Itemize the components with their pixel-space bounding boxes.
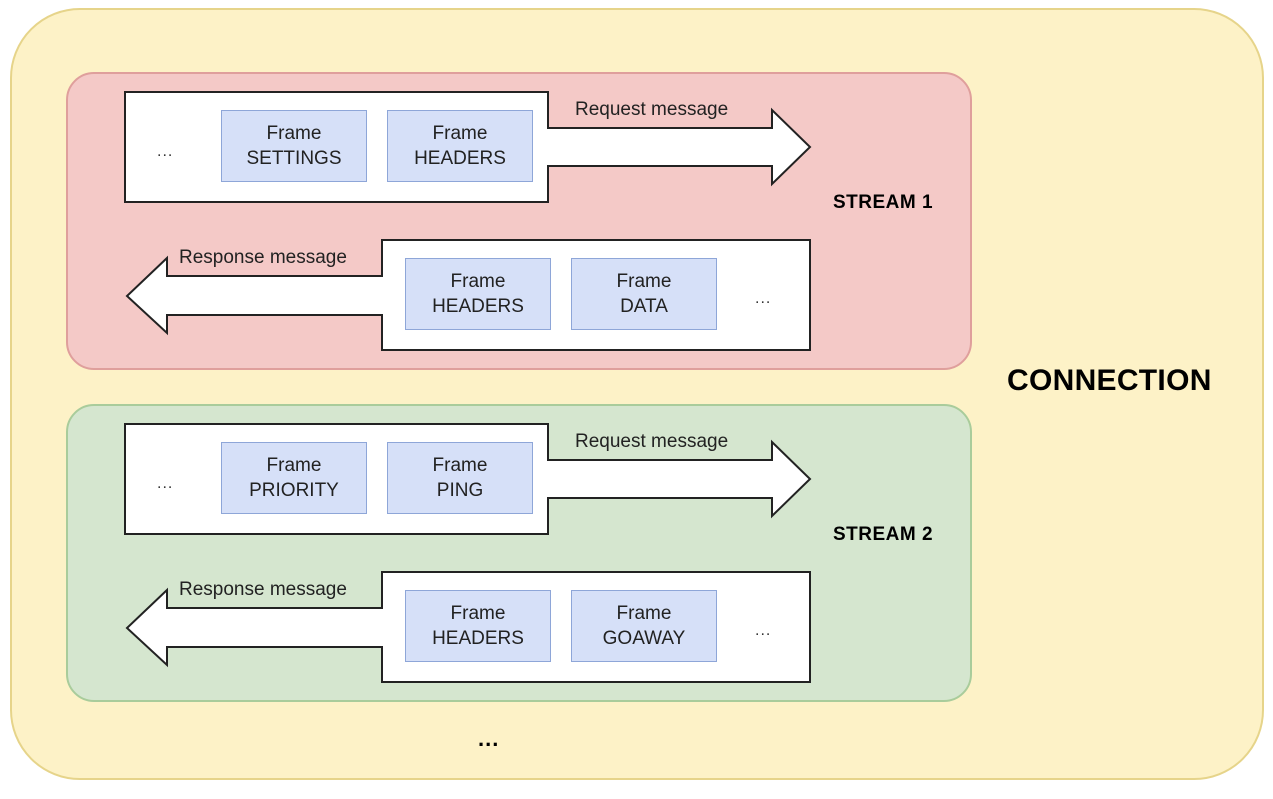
frame-ping: Frame PING	[387, 442, 533, 514]
frame-headers: Frame HEADERS	[405, 258, 551, 330]
stream-1-response-label: Response message	[179, 247, 347, 268]
frame-goaway: Frame GOAWAY	[571, 590, 717, 662]
stream-1-request-ellipsis: ...	[157, 143, 174, 160]
stream-1-label: STREAM 1	[833, 192, 934, 213]
stream-2-response-label: Response message	[179, 579, 347, 600]
frame-settings: Frame SETTINGS	[221, 110, 367, 182]
frame-name-label: SETTINGS	[246, 148, 342, 169]
frame-data: Frame DATA	[571, 258, 717, 330]
frame-name-label: PING	[436, 480, 484, 501]
stream-1-request-label: Request message	[575, 99, 729, 120]
frame-name-label: DATA	[620, 296, 668, 317]
stream-2-request-label: Request message	[575, 431, 729, 452]
frame-type-label: Frame	[432, 455, 488, 476]
stream-2-response-ellipsis: ...	[755, 622, 772, 639]
frame-name-label: HEADERS	[432, 296, 524, 317]
frame-type-label: Frame	[450, 603, 506, 624]
frame-headers: Frame HEADERS	[405, 590, 551, 662]
frame-type-label: Frame	[432, 123, 488, 144]
frame-type-label: Frame	[266, 455, 322, 476]
frame-priority: Frame PRIORITY	[221, 442, 367, 514]
frame-type-label: Frame	[450, 271, 506, 292]
frame-name-label: PRIORITY	[249, 480, 339, 501]
stream-1-response-ellipsis: ...	[755, 290, 772, 307]
more-streams-ellipsis: ...	[478, 726, 500, 751]
frame-name-label: GOAWAY	[602, 628, 686, 649]
frame-name-label: HEADERS	[432, 628, 524, 649]
frame-type-label: Frame	[266, 123, 322, 144]
frame-headers: Frame HEADERS	[387, 110, 533, 182]
frame-type-label: Frame	[616, 271, 672, 292]
connection-label: CONNECTION	[1007, 364, 1212, 397]
frame-type-label: Frame	[616, 603, 672, 624]
frame-name-label: HEADERS	[414, 148, 506, 169]
stream-2-label: STREAM 2	[833, 524, 934, 545]
stream-2-request-ellipsis: ...	[157, 475, 174, 492]
